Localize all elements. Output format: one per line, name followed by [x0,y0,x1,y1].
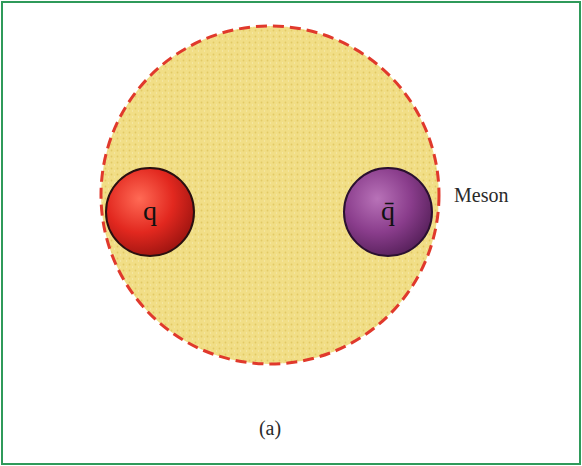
particle-name: Meson [454,184,508,207]
meson-region: Mesonqq̄ [98,23,442,367]
quark-symbol: q [143,195,157,227]
meson-region-circle [101,26,439,364]
figure-label: (a) [259,417,281,440]
antiquark-ball-circle [344,168,432,256]
quark-ball: q [104,166,196,258]
antiquark-ball: q̄ [342,166,434,258]
quark-ball-circle [106,168,194,256]
quark-symbol: q̄ [381,195,395,227]
